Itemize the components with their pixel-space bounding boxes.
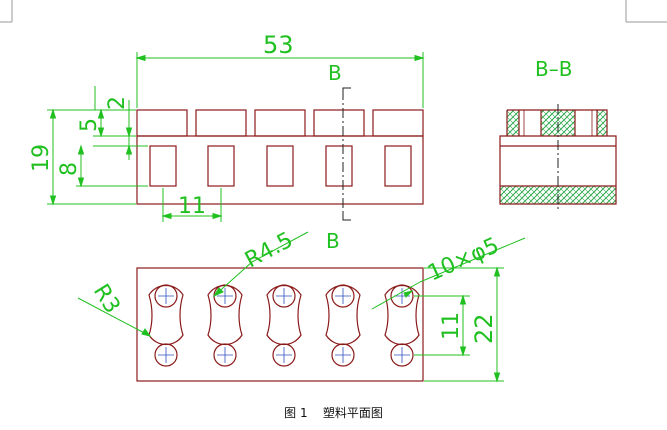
dim-r45: R4.5 xyxy=(241,228,297,274)
section-mark-top: B xyxy=(328,61,342,85)
dim-11-pitch: 11 xyxy=(178,194,206,219)
section-view: B–B xyxy=(499,57,617,210)
dim-overall-width xyxy=(135,52,425,108)
figure-number: 图 1 xyxy=(284,406,308,420)
dim-2: 2 xyxy=(105,96,130,110)
dim-body-height xyxy=(424,266,504,383)
dim-5: 5 xyxy=(77,118,102,132)
leader-r3 xyxy=(77,297,152,337)
dim-pitch xyxy=(161,188,223,222)
dim-22: 22 xyxy=(470,313,498,344)
dim-hole-callout: 10×φ5 xyxy=(424,233,503,286)
front-view: B B 53 xyxy=(29,31,425,253)
figure-caption: 图 1 塑料平面图 xyxy=(0,404,667,421)
figure-title: 塑料平面图 xyxy=(322,406,383,420)
dim-r3: R3 xyxy=(88,280,125,318)
dim-53: 53 xyxy=(263,31,294,59)
dim-hole-pitch xyxy=(414,294,470,357)
section-mark-bottom: B xyxy=(326,229,340,253)
front-view-outline xyxy=(136,109,424,205)
hole-center-marks xyxy=(158,288,410,363)
corner-marks xyxy=(0,0,667,23)
holes xyxy=(154,284,414,367)
dim-8: 8 xyxy=(57,162,82,176)
plan-body xyxy=(136,267,424,382)
section-title: B–B xyxy=(535,57,572,81)
leader-hole-callout xyxy=(371,237,526,310)
dim-left-chain xyxy=(47,86,148,206)
leader-r45 xyxy=(212,231,309,298)
section-line-bb xyxy=(342,87,351,221)
plan-view: R4.5 R3 10×φ5 11 xyxy=(77,228,526,383)
dim-19: 19 xyxy=(29,144,54,172)
dim-11-hole-pitch: 11 xyxy=(439,312,464,340)
